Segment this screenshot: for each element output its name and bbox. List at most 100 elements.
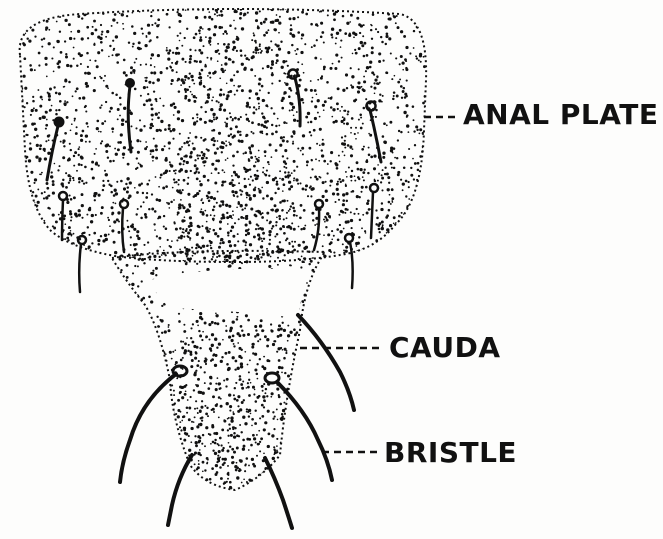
stipple-dot [215,314,218,317]
stipple-dot [321,331,323,333]
stipple-dot [291,202,294,205]
stipple-dot [155,462,158,465]
stipple-dot [254,75,256,77]
stipple-dot [41,244,44,247]
stipple-dot [178,206,181,209]
stipple-dot [125,431,127,433]
stipple-dot [395,230,397,232]
stipple-dot [234,7,236,9]
stipple-dot [350,132,352,134]
stipple-dot [264,421,267,424]
stipple-dot [359,259,362,262]
stipple-dot [205,227,208,230]
stipple-dot [153,457,155,459]
stipple-dot [269,239,271,241]
stipple-dot [358,86,361,89]
stipple-dot [375,250,377,252]
stipple-dot [337,108,339,110]
stipple-dot [276,181,278,183]
stipple-dot [172,129,175,132]
stipple-dot [410,260,412,262]
stipple-dot [363,80,366,83]
stipple-dot [305,246,308,249]
stipple-dot [119,487,121,489]
stipple-dot [19,95,21,97]
stipple-dot [291,439,294,442]
stipple-dot [282,155,284,157]
stipple-dot [239,17,242,20]
stipple-dot [189,239,191,241]
stipple-dot [418,132,420,134]
stipple-dot [158,485,160,487]
stipple-dot [323,306,326,309]
stipple-dot [395,22,397,24]
stipple-dot [155,455,158,458]
stipple-dot [333,18,336,21]
stipple-dot [219,242,221,244]
stipple-dot [84,72,87,75]
stipple-dot [155,372,157,374]
stipple-dot [319,382,321,384]
stipple-dot [405,95,408,98]
stipple-dot [153,90,155,92]
stipple-dot [343,261,346,264]
stipple-dot [258,189,261,192]
stipple-dot [393,91,396,94]
stipple-dot [177,52,180,55]
stipple-dot [24,87,27,90]
stipple-dot [219,227,222,230]
stipple-dot [279,80,281,82]
stipple-dot [186,407,189,410]
stipple-dot [93,20,96,23]
stipple-dot [144,400,146,402]
stipple-dot [203,155,205,157]
stipple-dot [413,30,415,32]
stipple-dot [224,493,226,495]
stipple-dot [308,251,311,254]
stipple-dot [228,135,231,138]
stipple-dot [115,449,118,452]
stipple-dot [309,319,311,321]
stipple-dot [151,484,154,487]
stipple-dot [181,45,183,47]
stipple-dot [291,44,293,46]
stipple-dot [355,138,357,140]
stipple-dot [342,116,344,118]
stipple-dot [164,330,167,333]
stipple-dot [247,333,250,336]
stipple-dot [381,189,383,191]
stipple-dot [323,234,325,236]
stipple-dot [117,384,120,387]
stipple-dot [386,228,389,231]
stipple-dot [111,366,113,368]
stipple-dot [244,422,247,425]
stipple-dot [117,429,120,432]
stipple-dot [205,335,208,338]
stipple-dot [408,148,410,150]
stipple-dot [71,123,73,125]
stipple-dot [271,60,274,63]
stipple-dot [225,49,228,52]
stipple-dot [216,252,219,255]
stipple-dot [160,357,162,359]
stipple-dot [147,93,149,95]
stipple-dot [87,66,89,68]
stipple-dot [270,67,273,70]
stipple-dot [261,216,264,219]
stipple-dot [24,263,27,266]
stipple-dot [363,146,365,148]
stipple-dot [320,363,322,365]
stipple-dot [164,400,167,403]
stipple-dot [182,228,184,230]
stipple-dot [28,253,30,255]
stipple-dot [310,134,312,136]
stipple-dot [210,349,212,351]
stipple-dot [18,21,20,23]
stipple-dot [258,106,260,108]
stipple-dot [193,421,195,423]
stipple-dot [127,347,130,350]
stipple-dot [363,179,365,181]
stipple-dot [230,127,233,130]
stipple-dot [276,183,279,186]
stipple-dot [290,473,293,476]
